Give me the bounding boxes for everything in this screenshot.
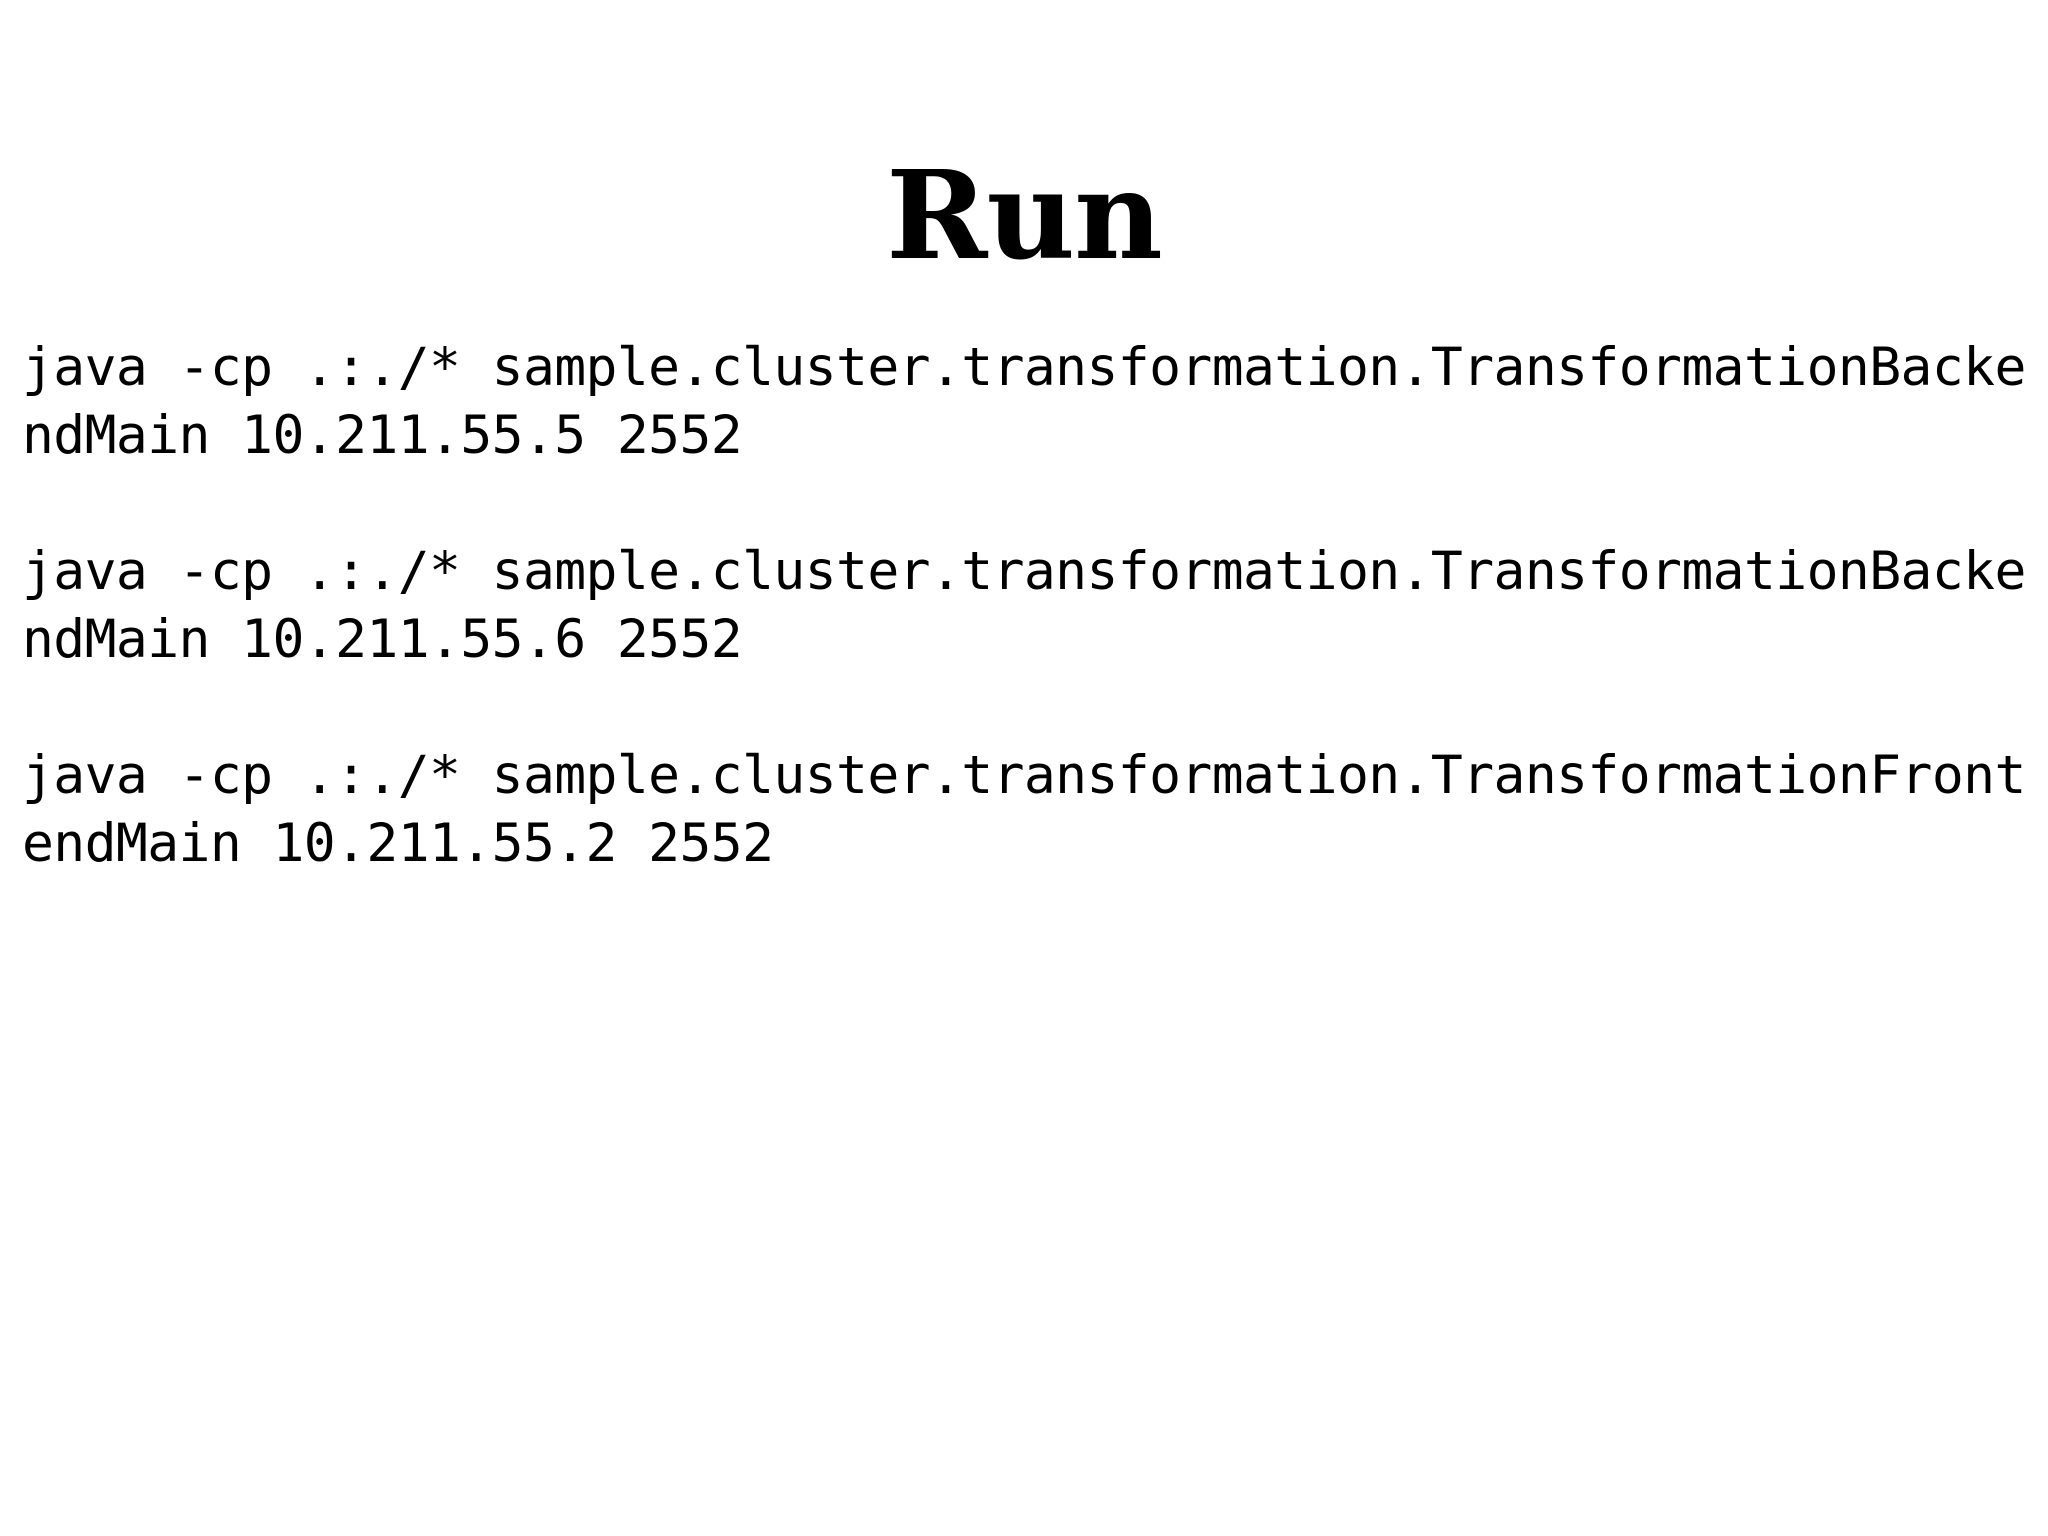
command-list: java -cp .:./* sample.cluster.transforma… <box>22 334 2032 878</box>
command-block-backend-node-2: java -cp .:./* sample.cluster.transforma… <box>22 541 2026 670</box>
command-block-frontend-node: java -cp .:./* sample.cluster.transforma… <box>22 745 2026 874</box>
command-block-backend-node-1: java -cp .:./* sample.cluster.transforma… <box>22 337 2026 466</box>
page-title: Run <box>886 142 1163 287</box>
